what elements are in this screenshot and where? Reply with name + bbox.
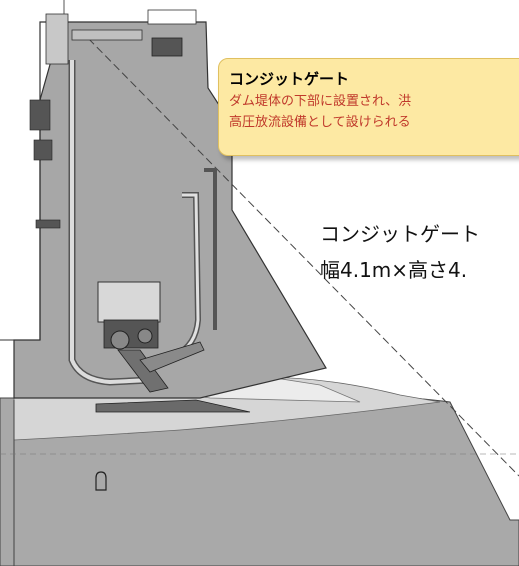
gate-chamber	[97, 281, 161, 323]
drainage-gallery-icon	[95, 471, 107, 491]
upstream-platform	[29, 99, 61, 229]
gate-size-label: 幅4.1m×高さ4.	[320, 258, 468, 282]
crest-structure	[45, 9, 197, 65]
conduit-gate-mechanism	[103, 319, 205, 393]
dashed-guideline	[79, 29, 519, 477]
conduit-gate-callout: コンジットゲート ダム堤体の下部に設置され、洪 高圧放流設備として設けられる	[218, 58, 519, 156]
conduit-outlet	[95, 399, 251, 413]
gate-name-label: コンジットゲート	[320, 222, 480, 246]
gallery-shaft-inner	[70, 60, 151, 385]
callout-title: コンジットゲート	[229, 70, 350, 88]
callout-line-2: 高圧放流設備として設けられる	[229, 115, 411, 130]
callout-line-1: ダム堤体の下部に設置され、洪	[229, 94, 412, 109]
vertical-duct	[204, 168, 217, 330]
